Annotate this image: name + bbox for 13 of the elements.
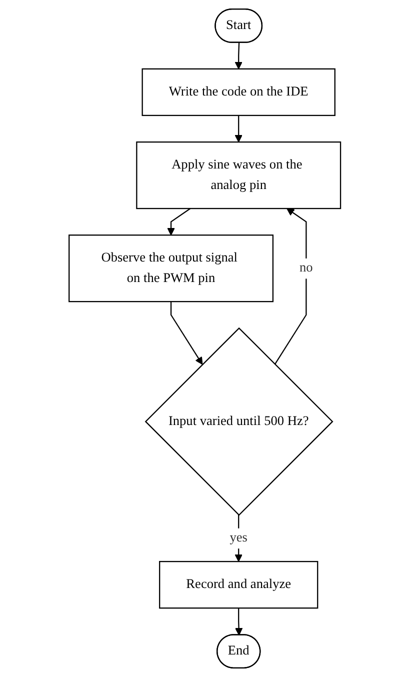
arrow xyxy=(234,115,242,142)
arrow xyxy=(170,302,202,365)
node-box: Write the code on the IDE xyxy=(141,68,336,116)
edge-label: yes xyxy=(229,530,248,546)
arrow xyxy=(274,208,306,365)
arrow xyxy=(166,208,190,236)
arrow xyxy=(234,42,242,70)
edge-label: no xyxy=(299,261,313,276)
arrow xyxy=(234,608,242,636)
node-box: Apply sine waves on the analog pin xyxy=(136,141,341,210)
node-diamond: Input varied until 500 Hz? xyxy=(144,327,333,516)
node-box: Observe the output signal on the PWM pin xyxy=(68,234,274,302)
node-box: Record and analyze xyxy=(158,560,318,609)
